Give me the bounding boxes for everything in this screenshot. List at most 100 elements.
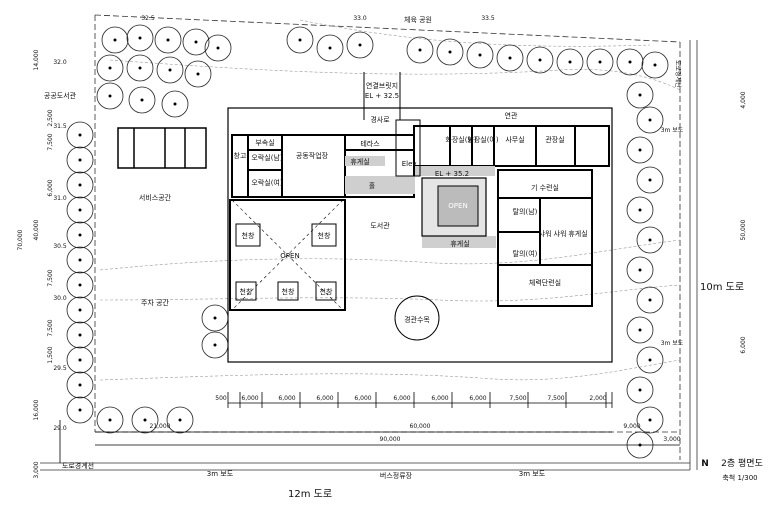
dim-label: 3,000 <box>663 436 680 443</box>
dim-label: 4,000 <box>740 91 747 108</box>
mgmt-label: 관장실 <box>545 135 564 144</box>
open-el: EL + 35.2 <box>435 170 469 178</box>
contours <box>99 19 681 381</box>
road-edge-label-right: 도로경계선 <box>674 60 682 88</box>
tree-icon <box>66 321 94 349</box>
dim-label: 9,000 <box>623 423 640 430</box>
tree-icon <box>466 41 494 69</box>
staff-room-label: 부속실 <box>255 138 274 147</box>
tree-icon <box>406 36 434 64</box>
skylight-3: 천창 <box>240 287 253 296</box>
tree-icon <box>636 406 664 434</box>
dim-label: 6,000 <box>278 395 295 402</box>
tree-icon <box>66 146 94 174</box>
shower-2: 샤워 <box>554 229 567 238</box>
tree-icon <box>626 81 654 109</box>
tree-icon <box>126 54 154 82</box>
terrace-label: 테라스 <box>360 139 380 148</box>
dim-label: 7,500 <box>47 319 54 336</box>
shower-m-label: 탈의(남) <box>513 207 538 216</box>
tree-icon <box>66 196 94 224</box>
tree-icon <box>556 48 584 76</box>
dim-label: 7,500 <box>47 133 54 150</box>
tree-icon <box>626 376 654 404</box>
tree-icon <box>66 121 94 149</box>
site-top-boundary <box>94 14 681 43</box>
tree-icon <box>96 82 124 110</box>
tree-icon <box>182 28 210 56</box>
library-label: 공공도서관 <box>44 91 77 100</box>
road-10m-label: 10m 도로 <box>700 282 744 293</box>
hall-label: 홀 <box>369 181 376 190</box>
tree-icon <box>201 304 229 332</box>
dim-label: 90,000 <box>380 436 401 443</box>
tree-icon <box>66 221 94 249</box>
dim-label: 3,000 <box>33 461 40 478</box>
tree-icon <box>96 406 124 434</box>
skylight-5: 천창 <box>320 287 333 296</box>
tree-icon <box>126 24 154 52</box>
wc-f-label: 오락실(여) <box>251 178 282 187</box>
parking-label: 주차 공간 <box>141 298 170 307</box>
walkway-label-2: 3m 보도 <box>519 470 546 478</box>
dim-label: 7,500 <box>547 395 564 402</box>
tree-icon <box>184 60 212 88</box>
park-label: 체육 공원 <box>404 15 432 24</box>
tree-icon <box>346 31 374 59</box>
tree-icon <box>66 246 94 274</box>
dim-label: 2,500 <box>47 109 54 126</box>
elevation-label: 30.5 <box>53 243 67 250</box>
service-space-label: 서비스공간 <box>139 193 172 202</box>
tree-icon <box>66 346 94 374</box>
tree-icon <box>626 136 654 164</box>
dim-label: 6,000 <box>354 395 371 402</box>
walkway-right-1: 3m 보도 <box>661 127 684 134</box>
tree-icon <box>201 331 229 359</box>
dim-label: 70,000 <box>17 229 24 250</box>
dim-label: 16,000 <box>33 399 40 420</box>
bridge-el: EL + 32.5 <box>365 92 399 100</box>
building-outline <box>227 107 613 363</box>
tree-icon <box>636 106 664 134</box>
scale-label: 축척 1/300 <box>722 473 757 482</box>
tree-layer <box>66 24 669 459</box>
tree-icon <box>586 48 614 76</box>
open-atrium-label: OPEN <box>280 252 299 260</box>
storage-label: 창고 <box>234 152 247 160</box>
dim-label: 60,000 <box>410 423 431 430</box>
tree-icon <box>66 171 94 199</box>
library-room-label: 도서관 <box>370 221 390 230</box>
tree-icon <box>636 286 664 314</box>
tree-icon <box>204 34 232 62</box>
walkway-label: 3m 보도 <box>207 470 234 478</box>
road-12m-label: 12m 도로 <box>288 489 332 500</box>
tree-icon <box>626 316 654 344</box>
open-label: OPEN <box>448 202 467 210</box>
elevation-label: 29.0 <box>53 425 67 432</box>
dim-label: 6,000 <box>241 395 258 402</box>
dim-label: 14,000 <box>33 49 40 70</box>
lounge-label: 휴게실 <box>450 239 469 248</box>
office-label: 사무실 <box>505 135 524 144</box>
dim-label: 7,500 <box>509 395 526 402</box>
tree-icon <box>66 271 94 299</box>
elevation-label: 32.5 <box>141 15 155 22</box>
dim-label: 6,000 <box>469 395 486 402</box>
hallway-label: 연관 <box>505 111 518 120</box>
tree-icon <box>101 26 129 54</box>
north-arrow: N <box>701 459 709 469</box>
tree-icon <box>436 38 464 66</box>
tree-icon <box>316 34 344 62</box>
elevation-label: 29.5 <box>53 365 67 372</box>
dim-label: 1,500 <box>47 346 54 363</box>
jiwon-label: 기 수련실 <box>531 183 559 192</box>
shower-1: 샤워 <box>539 229 552 238</box>
tree-icon <box>161 90 189 118</box>
tree-icon <box>641 51 669 79</box>
bus-stop-label: 버스정류장 <box>380 471 413 480</box>
elevation-label: 32.0 <box>53 59 67 66</box>
landscape-tree-label: 경관수목 <box>404 315 430 324</box>
tree-icon <box>66 296 94 324</box>
tree-icon <box>66 396 94 424</box>
tree-icon <box>156 56 184 84</box>
